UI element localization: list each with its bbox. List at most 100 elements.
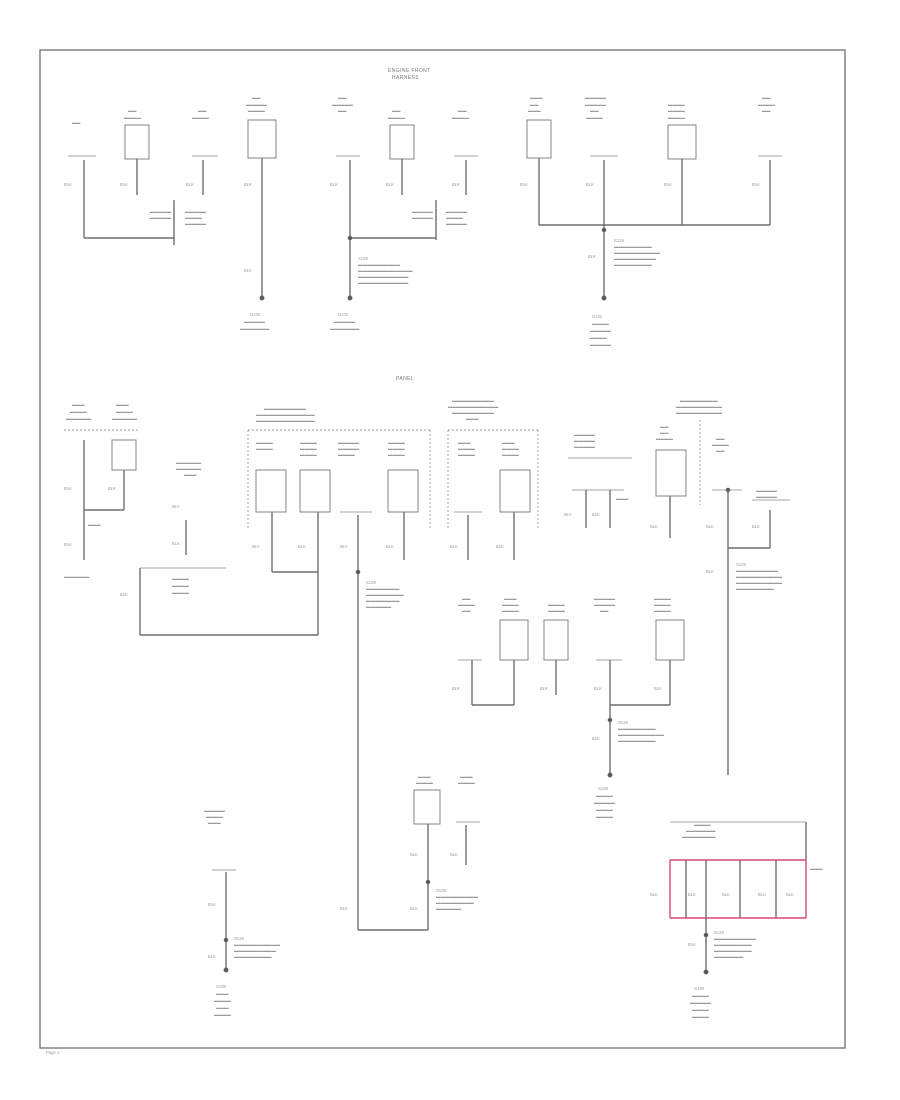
- component-box: [255, 469, 287, 513]
- svg-text:BLK: BLK: [722, 892, 730, 897]
- svg-text:▬▬▬▬: ▬▬▬▬: [758, 102, 776, 107]
- svg-text:BLK: BLK: [208, 902, 216, 907]
- ground-terminal: [703, 969, 709, 975]
- svg-text:BLK: BLK: [688, 942, 696, 947]
- svg-text:▬▬▬▬: ▬▬▬▬: [548, 608, 566, 613]
- svg-text:▬▬▬: ▬▬▬: [616, 496, 629, 501]
- svg-text:▬▬▬▬▬▬▬▬▬▬▬▬: ▬▬▬▬▬▬▬▬▬▬▬▬: [358, 280, 409, 285]
- svg-text:▬▬▬▬: ▬▬▬▬: [256, 440, 274, 445]
- svg-text:▬▬▬▬▬▬▬▬▬▬▬▬▬: ▬▬▬▬▬▬▬▬▬▬▬▬▬: [358, 268, 413, 273]
- splice-node: [223, 937, 229, 943]
- svg-text:G100: G100: [250, 312, 261, 317]
- svg-text:▬▬▬▬▬: ▬▬▬▬▬: [756, 494, 778, 499]
- svg-text:▬▬▬▬: ▬▬▬▬: [388, 115, 406, 120]
- svg-text:BLK: BLK: [588, 254, 596, 259]
- svg-text:▬▬▬: ▬▬▬: [208, 820, 221, 825]
- svg-text:▬▬▬▬▬: ▬▬▬▬▬: [446, 209, 468, 214]
- component-box: [655, 449, 687, 497]
- svg-text:▬▬▬▬: ▬▬▬▬: [185, 215, 203, 220]
- svg-text:▬▬▬▬: ▬▬▬▬: [502, 608, 520, 613]
- svg-text:▬▬▬▬▬▬▬▬▬▬▬: ▬▬▬▬▬▬▬▬▬▬▬: [676, 404, 723, 409]
- svg-text:▬▬▬: ▬▬▬: [460, 774, 473, 779]
- svg-text:▬▬▬▬: ▬▬▬▬: [654, 602, 672, 607]
- svg-text:▬▬▬▬▬▬▬▬: ▬▬▬▬▬▬▬▬: [366, 598, 400, 603]
- svg-text:▬▬▬▬: ▬▬▬▬: [416, 780, 434, 785]
- component-box: [526, 119, 552, 159]
- svg-text:S129: S129: [234, 936, 244, 941]
- svg-text:▬▬▬: ▬▬▬: [458, 440, 471, 445]
- component-box: [389, 124, 415, 160]
- svg-text:▬▬▬▬: ▬▬▬▬: [458, 452, 476, 457]
- svg-text:▬▬▬▬▬▬▬▬▬▬▬▬: ▬▬▬▬▬▬▬▬▬▬▬▬: [448, 404, 499, 409]
- svg-text:▬▬▬▬: ▬▬▬▬: [668, 108, 686, 113]
- svg-text:▬▬▬▬: ▬▬▬▬: [300, 446, 318, 451]
- component-box: [111, 439, 137, 471]
- svg-text:▬▬▬▬: ▬▬▬▬: [502, 602, 520, 607]
- svg-text:▬▬▬▬: ▬▬▬▬: [300, 440, 318, 445]
- svg-text:▬▬▬▬▬▬▬▬▬▬▬: ▬▬▬▬▬▬▬▬▬▬▬: [736, 574, 783, 579]
- svg-text:▬▬▬▬: ▬▬▬▬: [712, 442, 730, 447]
- svg-text:▬▬: ▬▬: [462, 608, 471, 613]
- component-box: [499, 619, 529, 661]
- svg-text:▬▬▬▬▬: ▬▬▬▬▬: [246, 102, 268, 107]
- svg-text:BLK: BLK: [450, 852, 458, 857]
- svg-text:BLK: BLK: [186, 182, 194, 187]
- svg-text:▬▬▬▬▬: ▬▬▬▬▬: [412, 209, 434, 214]
- svg-text:▬▬▬▬▬▬▬▬▬: ▬▬▬▬▬▬▬▬▬: [714, 948, 753, 953]
- svg-text:▬▬▬: ▬▬▬: [528, 108, 541, 113]
- svg-text:▬▬▬▬▬▬▬▬▬▬▬▬▬▬: ▬▬▬▬▬▬▬▬▬▬▬▬▬▬: [256, 418, 315, 423]
- svg-text:▬▬▬▬▬: ▬▬▬▬▬: [574, 432, 596, 437]
- svg-text:▬▬▬▬▬: ▬▬▬▬▬: [204, 808, 226, 813]
- svg-text:▬▬▬▬▬: ▬▬▬▬▬: [332, 102, 354, 107]
- svg-text:▬▬: ▬▬: [660, 424, 669, 429]
- svg-text:BLK: BLK: [64, 486, 72, 491]
- svg-text:▬▬▬▬: ▬▬▬▬: [692, 1007, 710, 1012]
- svg-text:▬▬▬▬▬: ▬▬▬▬▬: [574, 438, 596, 443]
- splice-node: [347, 235, 353, 241]
- svg-text:▬▬▬: ▬▬▬: [466, 416, 479, 421]
- svg-text:▬▬▬▬▬▬: ▬▬▬▬▬▬: [112, 416, 138, 421]
- svg-text:▬▬▬: ▬▬▬: [216, 991, 229, 996]
- svg-text:▬▬▬▬▬: ▬▬▬▬▬: [244, 319, 266, 324]
- component-box: [413, 789, 441, 825]
- svg-text:▬▬▬▬▬: ▬▬▬▬▬: [590, 342, 612, 347]
- svg-text:▬▬▬▬: ▬▬▬▬: [596, 793, 614, 798]
- svg-text:▬▬: ▬▬: [600, 608, 609, 613]
- svg-text:▬▬▬▬▬▬: ▬▬▬▬▬▬: [66, 416, 92, 421]
- ground-terminal: [259, 295, 265, 301]
- svg-text:▬▬: ▬▬: [338, 95, 347, 100]
- svg-text:▬▬▬: ▬▬▬: [184, 472, 197, 477]
- svg-text:▬▬▬▬▬▬▬▬▬▬: ▬▬▬▬▬▬▬▬▬▬: [452, 410, 495, 415]
- svg-text:▬▬▬▬▬▬: ▬▬▬▬▬▬: [366, 604, 392, 609]
- component-group-middle-center: ▬▬▬▬▬▬▬▬▬▬▬▬▬▬▬▬▬▬▬▬▬▬▬▬▬▬▬▬▬▬▬▬▬▬▬▬▬▬ ▬…: [247, 406, 431, 930]
- page-marker: Page 1: [46, 1050, 60, 1055]
- svg-text:BLK: BLK: [452, 182, 460, 187]
- svg-text:▬▬▬▬: ▬▬▬▬: [458, 446, 476, 451]
- svg-text:BLK: BLK: [752, 182, 760, 187]
- svg-text:▬▬▬▬▬▬▬▬▬▬▬: ▬▬▬▬▬▬▬▬▬▬▬: [234, 942, 281, 947]
- component-group-bottom-center: ▬▬▬▬▬▬▬ ▬▬▬▬▬▬▬ BLK BLK BLK BLK S129 ▬▬▬…: [340, 774, 480, 931]
- svg-text:▬▬▬▬▬▬▬▬▬▬: ▬▬▬▬▬▬▬▬▬▬: [452, 398, 495, 403]
- svg-text:▬▬▬▬: ▬▬▬▬: [124, 115, 142, 120]
- svg-text:▬▬▬▬: ▬▬▬▬: [694, 822, 712, 827]
- svg-text:▬▬▬▬: ▬▬▬▬: [654, 608, 672, 613]
- splice-node: [703, 932, 709, 938]
- svg-text:▬▬▬▬: ▬▬▬▬: [388, 446, 406, 451]
- svg-text:▬▬: ▬▬: [590, 108, 599, 113]
- svg-text:▬▬▬▬▬▬▬▬▬: ▬▬▬▬▬▬▬▬▬: [614, 244, 653, 249]
- svg-text:▬▬▬▬▬▬▬▬: ▬▬▬▬▬▬▬▬: [682, 834, 716, 839]
- svg-text:▬▬▬▬: ▬▬▬▬: [446, 215, 464, 220]
- svg-text:▬▬▬▬▬: ▬▬▬▬▬: [412, 215, 434, 220]
- svg-text:G200: G200: [598, 786, 609, 791]
- svg-text:S129: S129: [714, 930, 724, 935]
- component-group-lower-right: ▬▬▬▬▬▬▬▬ ▬▬▬▬▬▬▬▬▬▬▬ ▬▬▬▬▬▬▬▬ ▬▬▬▬▬▬▬▬▬▬…: [452, 596, 685, 819]
- svg-text:BLK: BLK: [410, 852, 418, 857]
- svg-text:▬▬▬▬▬▬▬▬▬: ▬▬▬▬▬▬▬▬▬: [714, 942, 753, 947]
- svg-text:▬▬▬: ▬▬▬: [530, 95, 543, 100]
- svg-text:▬▬▬▬▬▬▬▬: ▬▬▬▬▬▬▬▬: [366, 586, 400, 591]
- svg-text:▬▬: ▬▬: [660, 430, 669, 435]
- svg-text:▬▬▬▬: ▬▬▬▬: [596, 814, 614, 819]
- diagram-frame: [39, 49, 846, 1049]
- section-title-front: ENGINE FRONT: [388, 68, 431, 74]
